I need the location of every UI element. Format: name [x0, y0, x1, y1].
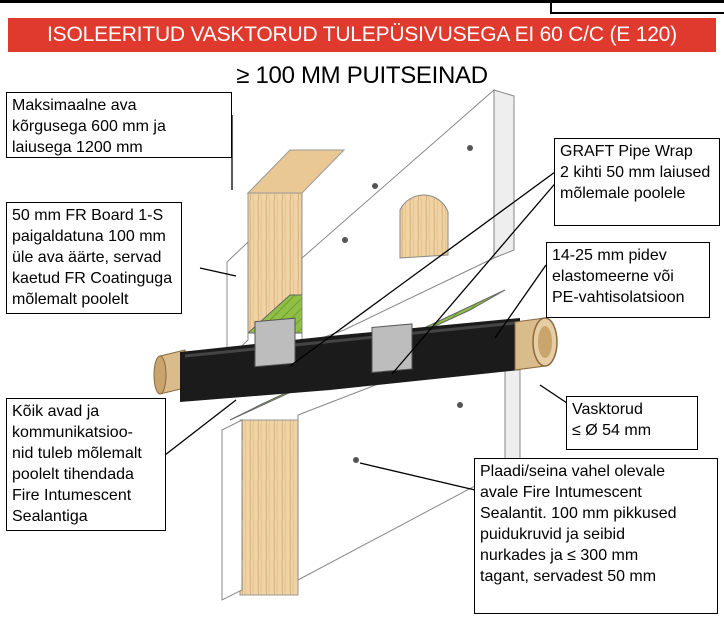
callout-sealant: Plaadi/seina vahel olevale avale Fire In… — [474, 458, 718, 614]
title-banner: ISOLEERITUD VASKTORUD TULEPÜSIVUSEGA EI … — [8, 18, 716, 52]
insulation-sleeve — [180, 318, 520, 402]
leader-insulation — [494, 264, 547, 339]
leader-pipe-wrap-1 — [289, 171, 556, 367]
pipe-right-bore — [538, 326, 552, 358]
upper-right-board-edge — [493, 89, 515, 259]
leader-sealant — [359, 462, 476, 491]
callout-insulation: 14-25 mm pidev elastomeerne või PE-vahti… — [546, 242, 710, 318]
callout-pipe-wrap: GRAFT Pipe Wrap 2 kihti 50 mm laiused mõ… — [554, 138, 720, 226]
callout-pipes: Vasktorud ≤ Ø 54 mm — [566, 396, 698, 450]
lower-left-board — [221, 419, 243, 601]
upper-left-board — [226, 240, 249, 362]
insulation-top-highlight — [184, 321, 516, 358]
upper-wall-block — [226, 88, 515, 362]
subtitle: ≥ 100 MM PUITSEINAD — [236, 62, 488, 89]
leader-fr-board — [199, 267, 237, 277]
leader-sealing — [164, 399, 237, 456]
leader-pipe-wrap-2 — [391, 171, 566, 375]
callout-fr-board: 50 mm FR Board 1-S paigaldatuna 100 mm ü… — [6, 202, 182, 314]
screw-dot — [457, 402, 463, 408]
pipe-wrap-band — [371, 323, 413, 373]
callout-opening: Maksimaalne ava kõrgusega 600 mm ja laiu… — [6, 92, 232, 158]
screw-dot — [342, 237, 348, 243]
lower-wood-front — [239, 419, 299, 596]
pipe-left-cap — [153, 355, 167, 395]
screw-dot — [467, 145, 473, 151]
insulated-pipe — [153, 317, 558, 402]
opening-cutout — [399, 194, 449, 259]
screw-dot — [372, 183, 378, 189]
top-border-line — [0, 0, 724, 3]
upper-right-board-face — [301, 88, 495, 346]
pipe-wrap-band — [254, 317, 296, 368]
leader-lines — [164, 115, 571, 491]
leader-pipes — [539, 384, 571, 406]
screw-dot — [353, 457, 359, 463]
upper-wood-top — [246, 149, 346, 194]
callout-sealing: Kõik avad ja kommunikatsioo- nid tuleb m… — [6, 398, 166, 531]
corner-frame — [550, 0, 724, 14]
